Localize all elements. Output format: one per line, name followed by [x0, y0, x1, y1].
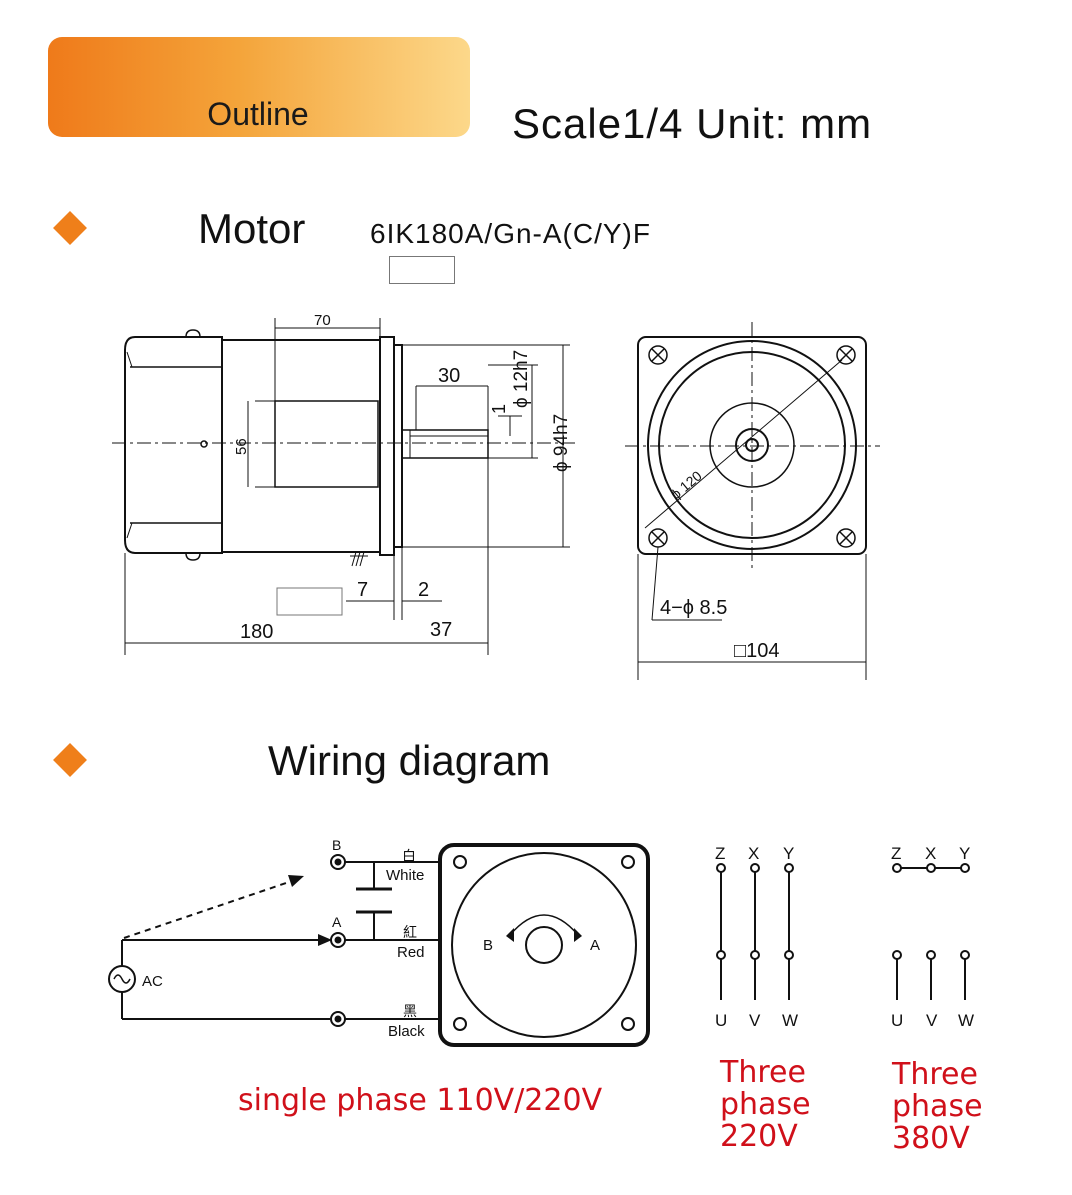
motor-front-view [625, 322, 880, 680]
single-phase-caption: single phase 110V/220V [238, 1083, 603, 1118]
three-phase-220-wiring [716, 863, 794, 1000]
tp220-caption-line2: phase [720, 1087, 811, 1122]
outline-label: Outline [207, 96, 309, 132]
dim-shaft-dia: ϕ 12h7 [511, 350, 532, 408]
three-phase-380-caption: Three phase 380V [892, 1059, 983, 1155]
motor-title: Motor [198, 205, 306, 252]
ac-label: AC [142, 973, 163, 990]
tp380-caption-line2: phase [892, 1089, 983, 1124]
red-cn-label: 紅 [403, 924, 417, 940]
tp220-u: U [715, 1011, 727, 1030]
tp380-x: X [925, 844, 936, 863]
red-label: Red [397, 944, 425, 961]
tp380-u: U [891, 1011, 903, 1030]
side-view-dimensions: 70 30 ϕ 12h7 1 ϕ 94h7 56 7 2 180 37 [233, 312, 572, 643]
outline-badge [48, 37, 470, 137]
dim-circle: ϕ 120 [668, 467, 705, 502]
dim-7: 7 [357, 579, 368, 601]
dim-70: 70 [314, 312, 331, 329]
side-blank-box [276, 587, 343, 616]
dim-30: 30 [438, 365, 460, 387]
white-cn-label: 白 [402, 848, 416, 864]
rotation-a-label: A [590, 937, 600, 954]
dim-56: 56 [233, 438, 250, 455]
scale-text: Scale1/4 Unit: mm [512, 100, 873, 147]
dim-37: 37 [430, 619, 452, 641]
tp380-w: W [958, 1011, 974, 1030]
dim-key: 1 [489, 404, 509, 414]
black-label: Black [388, 1023, 425, 1040]
tp220-v: V [749, 1011, 761, 1030]
wiring-title: Wiring diagram [268, 737, 551, 784]
terminal-a-label: A [332, 914, 342, 930]
motor-side-view [112, 318, 575, 655]
single-phase-wiring [108, 843, 650, 1047]
tp220-caption-line1: Three [720, 1055, 806, 1090]
tp380-caption-line1: Three [892, 1057, 978, 1092]
rotation-b-label: B [483, 937, 493, 954]
tp220-y: Y [783, 844, 794, 863]
dim-2: 2 [418, 579, 429, 601]
white-label: White [386, 867, 424, 884]
tp380-v: V [926, 1011, 938, 1030]
dim-holes: 4−ϕ 8.5 [660, 597, 727, 619]
front-view-dimensions: ϕ 120 4−ϕ 8.5 □104 [660, 467, 779, 662]
dim-square: □104 [734, 640, 779, 662]
motor-model: 6IK180A/Gn-A(C/Y)F [370, 218, 651, 249]
three-phase-380-labels: Z X Y U V W [891, 844, 974, 1030]
dim-flange: ϕ 94h7 [551, 414, 572, 472]
dim-180: 180 [240, 621, 273, 643]
black-cn-label: 黑 [403, 1003, 417, 1019]
tp220-w: W [782, 1011, 798, 1030]
tp220-caption-line3: 220V [720, 1119, 798, 1154]
tp220-z: Z [715, 844, 725, 863]
tp380-z: Z [891, 844, 901, 863]
terminal-b-label: B [332, 837, 341, 853]
three-phase-220-caption: Three phase 220V [720, 1057, 811, 1153]
model-blank-box [389, 256, 455, 284]
tp380-y: Y [959, 844, 970, 863]
three-phase-380-wiring [892, 863, 970, 1000]
tp220-x: X [748, 844, 759, 863]
single-phase-labels: B A AC 白 White 紅 Red 黑 Black B A [142, 837, 600, 1040]
tp380-caption-line3: 380V [892, 1121, 970, 1156]
three-phase-220-labels: Z X Y U V W [715, 844, 798, 1030]
